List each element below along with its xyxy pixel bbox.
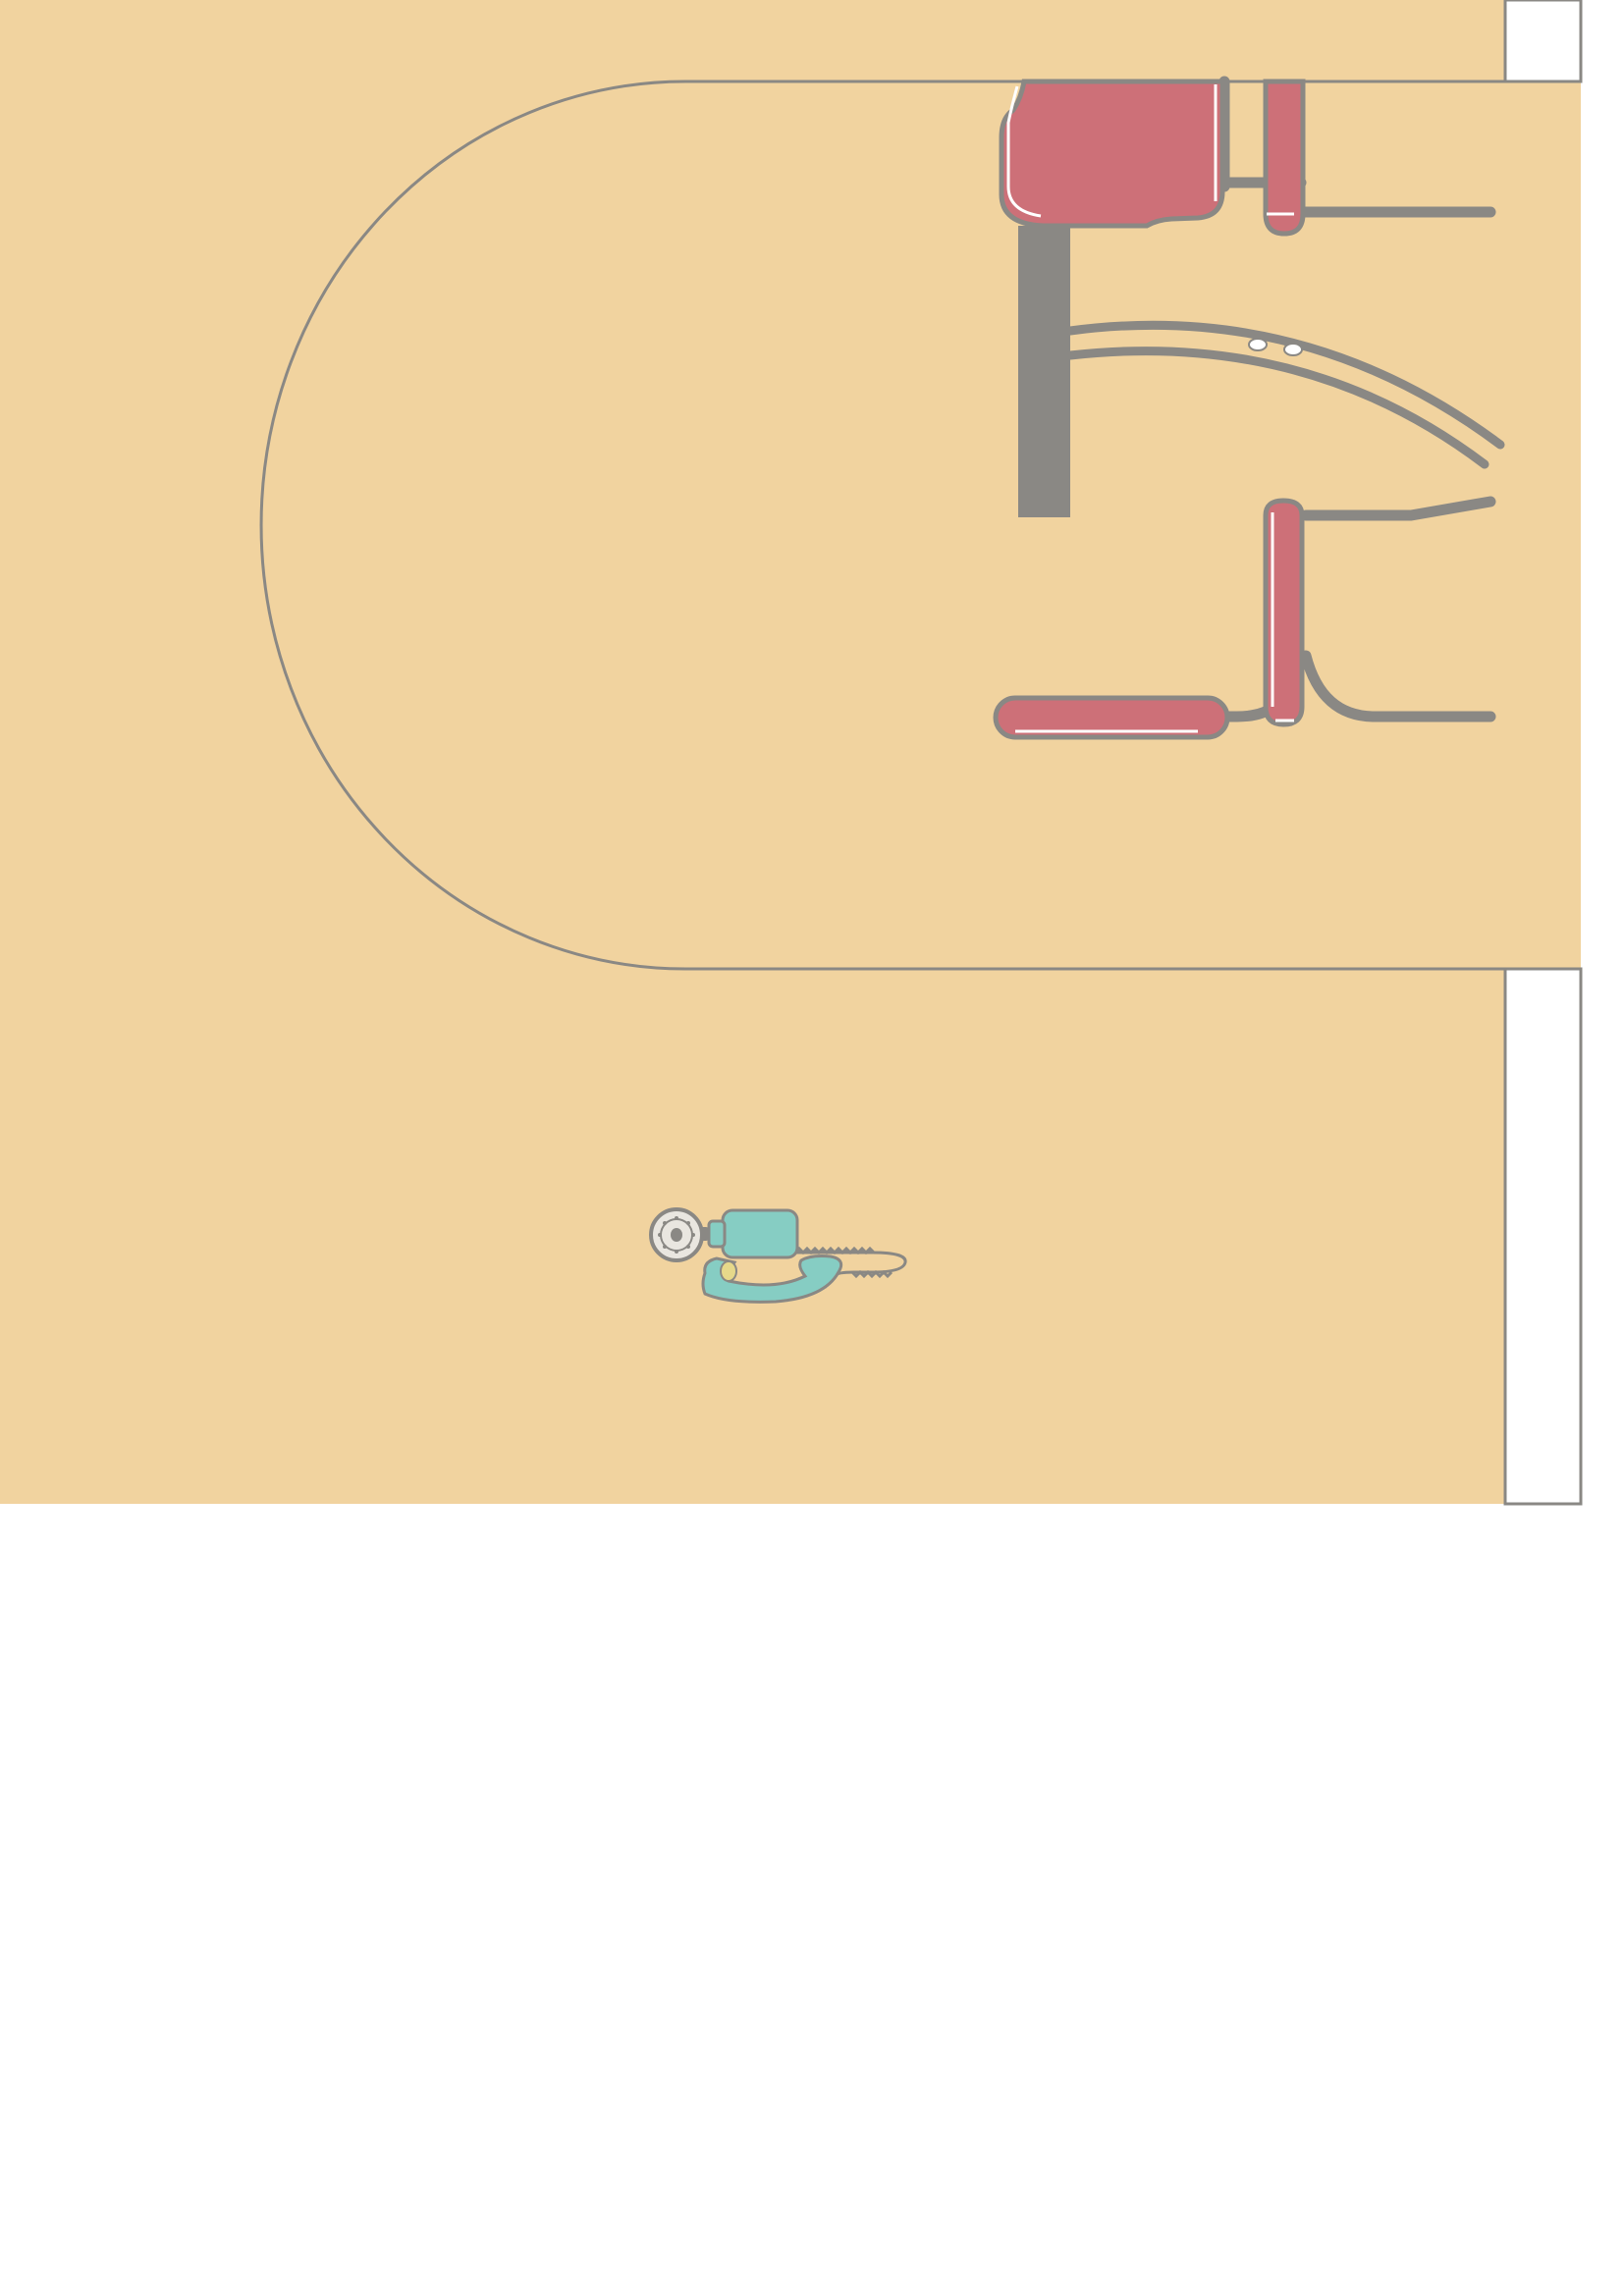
wall-pillar	[1018, 226, 1070, 517]
chair-bottom-seat	[993, 695, 1230, 740]
chair-top-seat	[999, 79, 1225, 229]
chair-top-seat-highlight	[1006, 85, 1042, 218]
floor-top-band	[0, 0, 1505, 81]
rail-lower	[1065, 347, 1489, 469]
rotary-telephone-icon	[649, 1207, 907, 1304]
floor	[0, 0, 1581, 1504]
phone-neck	[707, 1219, 727, 1249]
wall-notch-top	[1503, 0, 1583, 83]
floor-main	[0, 81, 1581, 969]
chair-top-armrest	[1263, 79, 1306, 237]
rail-clip	[1248, 338, 1268, 351]
phone-dial-center	[671, 1228, 682, 1242]
phone-dial-holes	[658, 1216, 695, 1254]
chair-bottom	[993, 496, 1496, 740]
phone-handset-cup	[720, 1260, 737, 1282]
rail-clip	[1283, 343, 1303, 356]
phone-body	[721, 1208, 799, 1259]
chair-top	[999, 76, 1496, 237]
chair-bottom-armrest	[1263, 498, 1305, 727]
desk-outline	[259, 80, 1581, 971]
wall-panel-right	[1503, 967, 1583, 1506]
rail-clips	[1248, 338, 1303, 356]
